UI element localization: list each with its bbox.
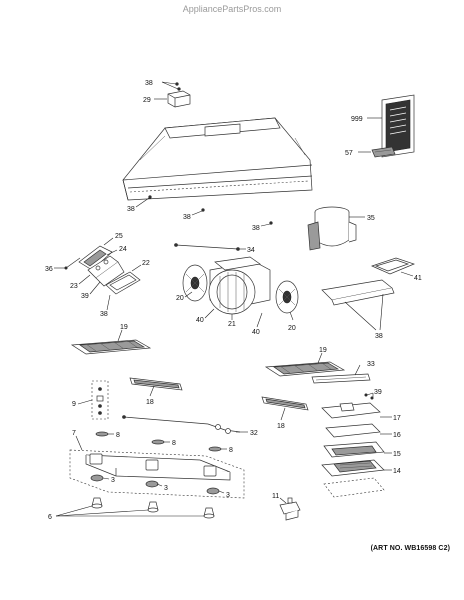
part-999-manual[interactable]: [381, 94, 415, 158]
part-18-channel-left[interactable]: [129, 377, 183, 391]
callout-38[interactable]: 38: [145, 80, 153, 87]
callout-34[interactable]: 34: [247, 247, 255, 254]
part-15-control[interactable]: [323, 441, 385, 458]
part-19-filter-left[interactable]: [70, 339, 152, 355]
callout-7[interactable]: 7: [72, 430, 76, 437]
part-7-tray[interactable]: [69, 449, 245, 499]
hood-body[interactable]: [122, 117, 313, 201]
callout-39[interactable]: 39: [81, 293, 89, 300]
part-57-plate[interactable]: [371, 146, 396, 158]
part-23-24-25-light-assembly[interactable]: [78, 245, 125, 287]
part-41-cover[interactable]: [371, 257, 415, 275]
callout-3-a[interactable]: 3: [111, 477, 115, 484]
callout-20-right[interactable]: 20: [288, 325, 296, 332]
part-18-channel-right[interactable]: [261, 396, 309, 411]
part-20-wheel-left[interactable]: [182, 264, 208, 302]
part-33-trim[interactable]: [311, 373, 371, 384]
callout-18-left[interactable]: 18: [146, 399, 154, 406]
callout-38-hood-c[interactable]: 38: [252, 225, 260, 232]
callout-23[interactable]: 23: [70, 283, 78, 290]
part-38-hood-screws[interactable]: [135, 195, 273, 227]
callout-9[interactable]: 9: [72, 401, 76, 408]
callout-32[interactable]: 32: [250, 430, 258, 437]
callout-3-b[interactable]: 3: [164, 485, 168, 492]
callout-19-left[interactable]: 19: [120, 324, 128, 331]
callout-41[interactable]: 41: [414, 275, 422, 282]
callout-11[interactable]: 11: [272, 493, 279, 500]
part-36-wire[interactable]: [64, 257, 81, 270]
callout-35[interactable]: 35: [367, 215, 375, 222]
part-6-lenses[interactable]: [91, 497, 215, 519]
part-16-panel[interactable]: [325, 423, 381, 438]
part-19-filter-right[interactable]: [264, 361, 346, 377]
callout-39-right[interactable]: 39: [374, 389, 382, 396]
art-number: (ART NO. WB16598 C2): [370, 545, 450, 552]
part-11-switch[interactable]: [279, 497, 301, 521]
callout-21[interactable]: 21: [228, 321, 236, 328]
part-9-hardware[interactable]: [91, 380, 109, 420]
part-14-board[interactable]: [321, 459, 385, 477]
callout-8-c[interactable]: 8: [229, 447, 233, 454]
callout-16[interactable]: 16: [393, 432, 401, 439]
callout-14[interactable]: 14: [393, 468, 401, 475]
watermark: AppliancePartsPros.com: [182, 4, 282, 14]
callout-15[interactable]: 15: [393, 451, 401, 458]
callout-19-right[interactable]: 19: [319, 347, 327, 354]
part-32-cable[interactable]: [122, 415, 241, 434]
callout-22[interactable]: 22: [142, 260, 150, 267]
callout-40-right[interactable]: 40: [252, 329, 260, 336]
callout-29[interactable]: 29: [143, 97, 151, 104]
part-34-cord[interactable]: [174, 243, 240, 251]
part-35-damper[interactable]: [307, 206, 357, 251]
part-17-bracket[interactable]: [321, 402, 381, 419]
callout-33[interactable]: 33: [367, 361, 375, 368]
callout-38-hood-a[interactable]: 38: [127, 206, 135, 213]
callout-999[interactable]: 999: [351, 116, 363, 123]
callout-6[interactable]: 6: [48, 514, 52, 521]
callout-17[interactable]: 17: [393, 415, 401, 422]
callout-18-right[interactable]: 18: [277, 423, 285, 430]
part-38-channel[interactable]: [321, 279, 395, 306]
part-29-bracket[interactable]: [167, 90, 191, 108]
part-39-screws-right[interactable]: [364, 392, 374, 400]
callout-24[interactable]: 24: [119, 246, 127, 253]
part-38-screws-top[interactable]: [161, 81, 181, 91]
part-22-plate[interactable]: [105, 271, 141, 295]
part-8-grommets[interactable]: [95, 431, 222, 452]
callout-57[interactable]: 57: [345, 150, 353, 157]
callout-38-filter[interactable]: 38: [100, 311, 108, 318]
callout-20-left[interactable]: 20: [176, 295, 184, 302]
part-20-wheel-right[interactable]: [275, 280, 299, 314]
callout-3-c[interactable]: 3: [226, 492, 230, 499]
callout-38-hood-b[interactable]: 38: [183, 214, 191, 221]
callout-8-b[interactable]: 8: [172, 440, 176, 447]
callout-8-a[interactable]: 8: [116, 432, 120, 439]
part-21-blower[interactable]: [208, 256, 271, 315]
callout-38-mid[interactable]: 38: [375, 333, 383, 340]
part-14-outline[interactable]: [323, 477, 385, 498]
callout-36[interactable]: 36: [45, 266, 53, 273]
callout-40-left[interactable]: 40: [196, 317, 204, 324]
callout-25[interactable]: 25: [115, 233, 123, 240]
